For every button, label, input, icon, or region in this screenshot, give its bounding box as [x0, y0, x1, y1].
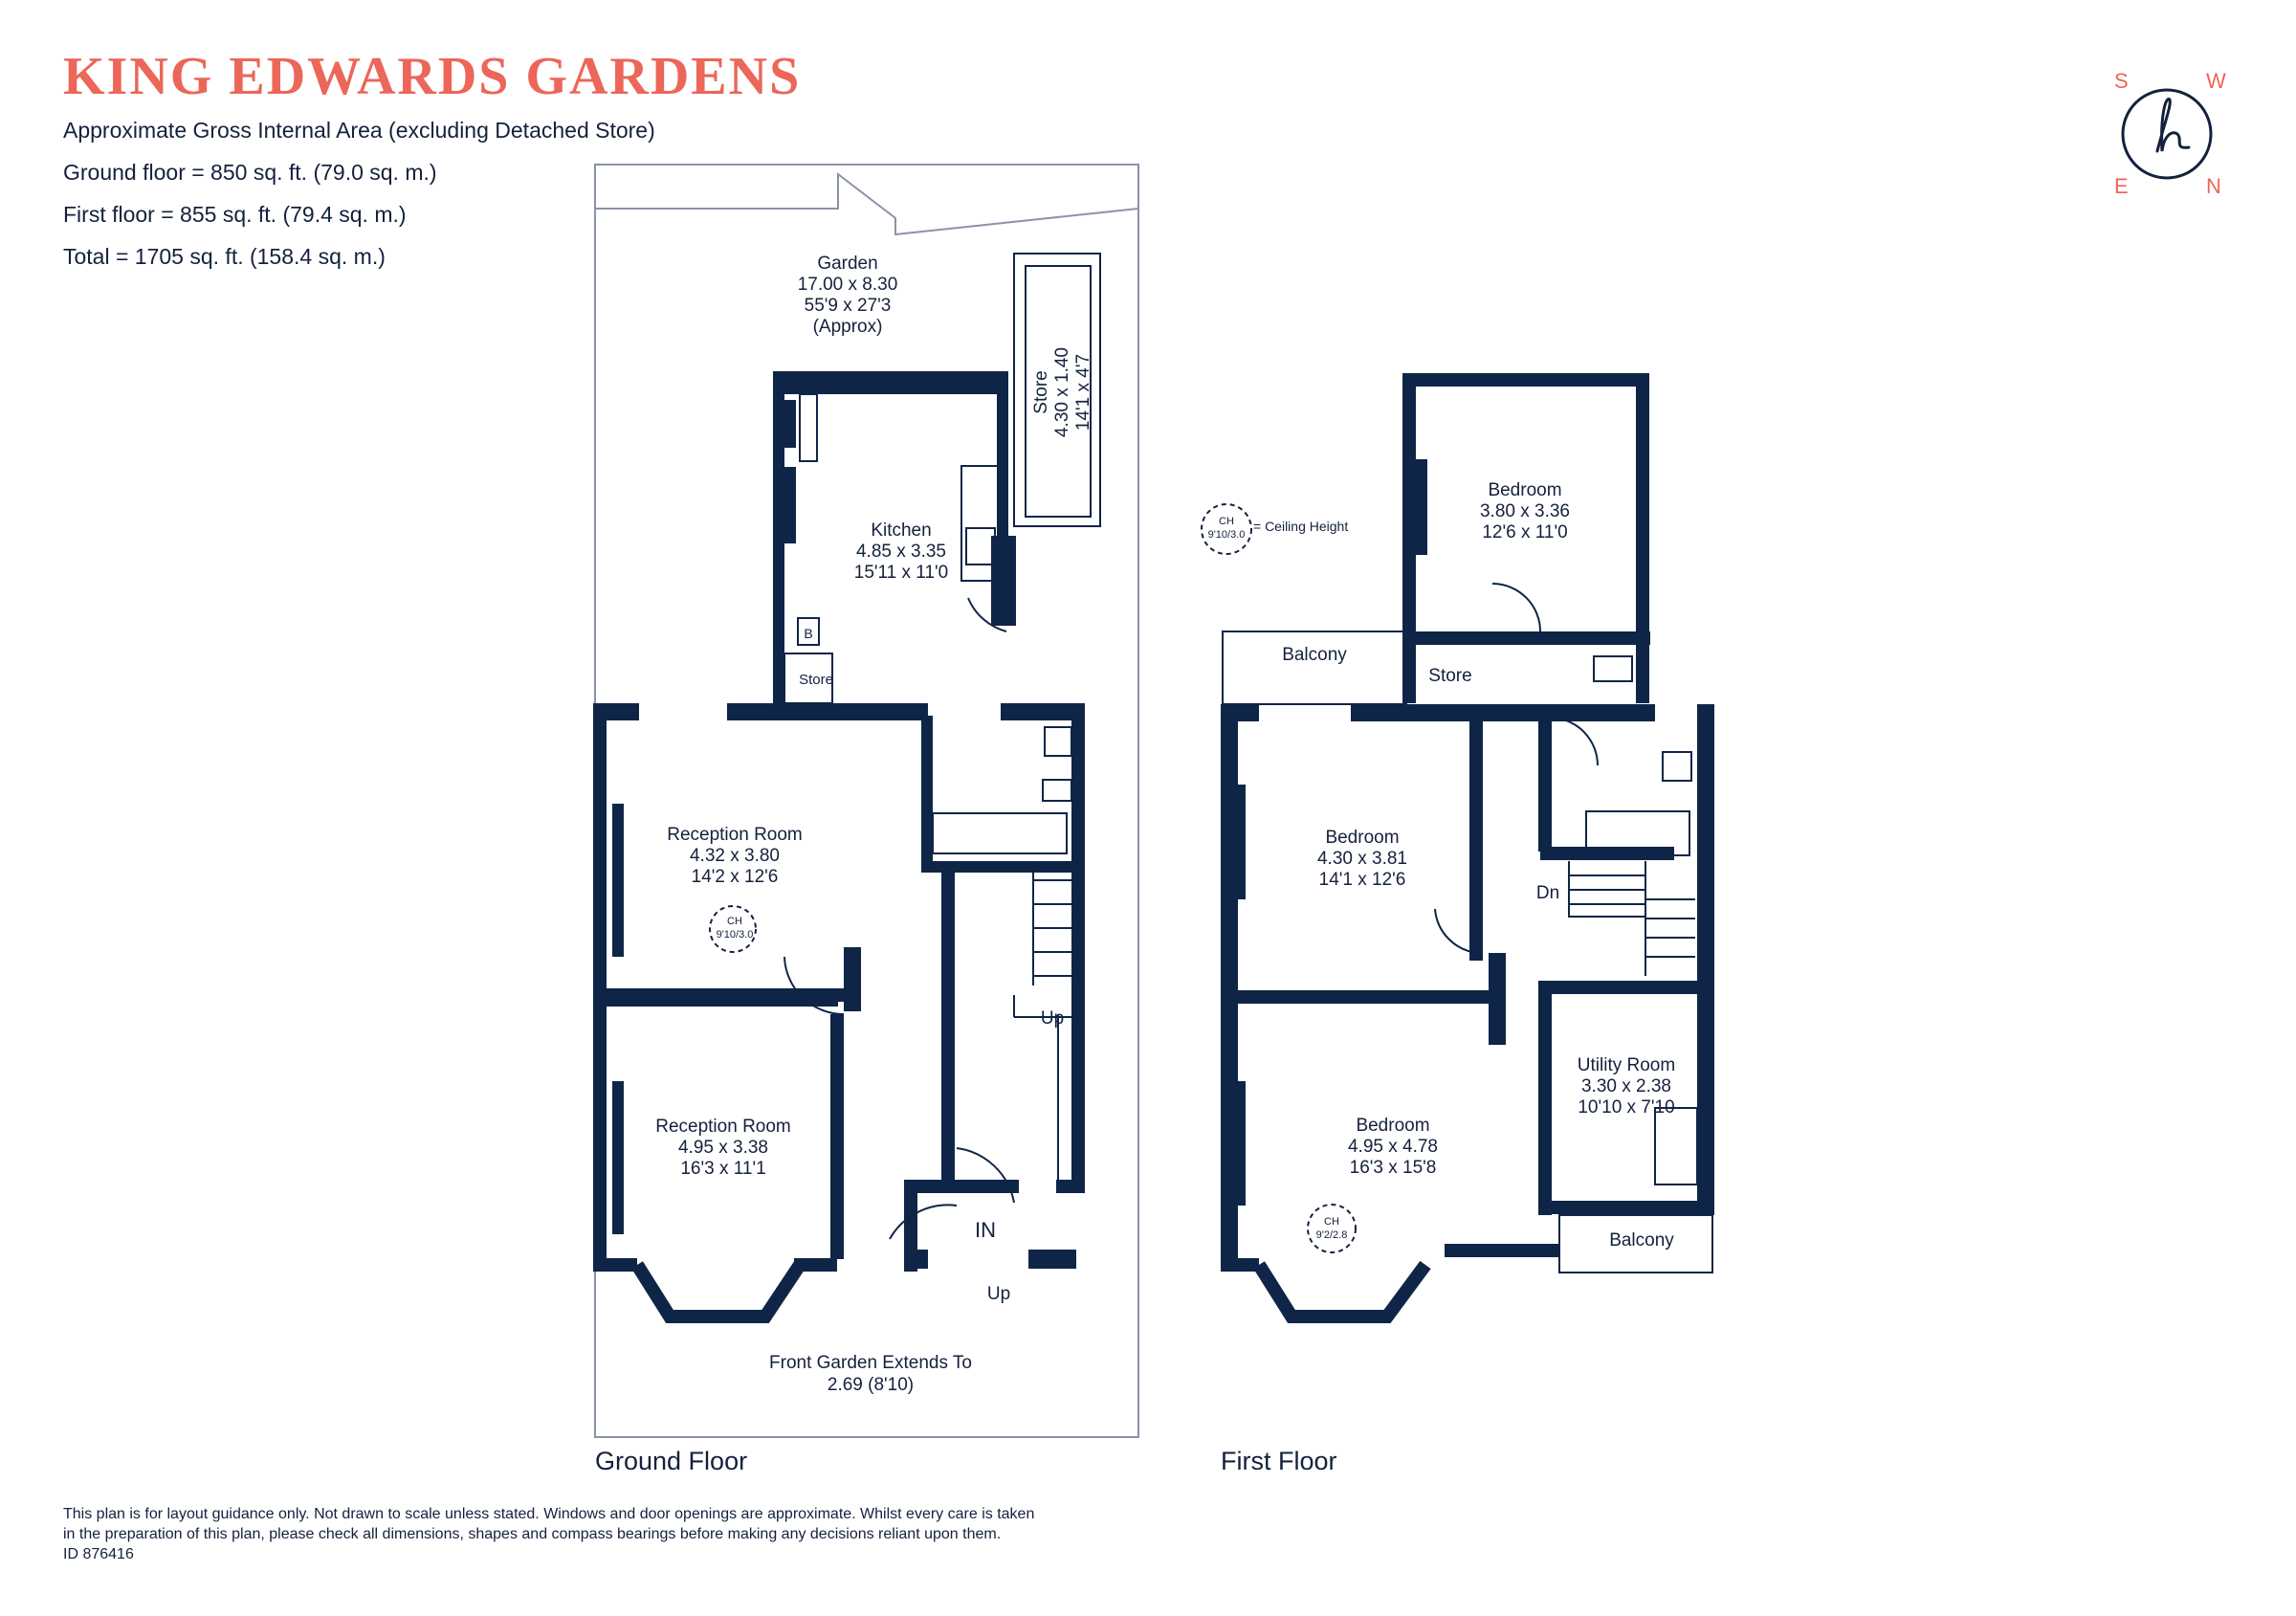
total-area: Total = 1705 sq. ft. (158.4 sq. m.): [63, 244, 386, 269]
store-name: Store: [1031, 370, 1051, 413]
stairs-up-label: Up: [1041, 1008, 1064, 1029]
compass-n: N: [2206, 174, 2221, 198]
store-imperial: 14'1 x 4'7: [1073, 354, 1093, 431]
store-metric: 4.30 x 1.40: [1052, 347, 1072, 437]
disclaimer: This plan is for layout guidance only. N…: [63, 1504, 1211, 1564]
bedroom-front-imperial: 16'3 x 15'8: [1350, 1158, 1437, 1178]
legend-text: = Ceiling Height: [1253, 519, 1348, 534]
ground-floor-fixtures: [784, 253, 1101, 1240]
ground-bay-window: [631, 1261, 806, 1323]
garden-name: Garden: [817, 254, 877, 274]
garden-note: (Approx): [813, 317, 883, 337]
disclaimer-line1: This plan is for layout guidance only. N…: [63, 1506, 1035, 1522]
reception1-metric: 4.32 x 3.80: [690, 846, 780, 866]
bedroom-mid-name: Bedroom: [1325, 828, 1399, 848]
garden-imperial: 55'9 x 27'3: [805, 296, 892, 316]
front-garden-line2: 2.69 (8'10): [828, 1375, 914, 1395]
reception2-imperial: 16'3 x 11'1: [680, 1159, 765, 1179]
legend-ch-value: 9'10/3.0: [1208, 529, 1246, 541]
front-garden-line1: Front Garden Extends To: [769, 1353, 972, 1373]
boiler-label: B: [804, 626, 812, 641]
entrance-label: IN: [975, 1218, 996, 1242]
first-floor-labels: CH 9'10/3.0 = Ceiling Height Bedroom 3.8…: [1208, 480, 1676, 1251]
legend-ch-label: CH: [1219, 516, 1234, 527]
utility-imperial: 10'10 x 7'10: [1578, 1097, 1674, 1118]
reception1-name: Reception Room: [667, 825, 803, 845]
kitchen-imperial: 15'11 x 11'0: [854, 563, 948, 583]
first-floor-area: First floor = 855 sq. ft. (79.4 sq. m.): [63, 202, 407, 227]
entrance-up-label: Up: [987, 1284, 1010, 1304]
reception1-ch-label: CH: [727, 916, 742, 927]
disclaimer-line2: in the preparation of this plan, please …: [63, 1526, 1002, 1542]
small-store-label: Store: [799, 672, 833, 688]
reception2-metric: 4.95 x 3.38: [678, 1138, 768, 1158]
first-floor-fixtures: [1222, 583, 1713, 1273]
utility-name: Utility Room: [1578, 1055, 1675, 1075]
balcony-rear-label: Balcony: [1282, 645, 1347, 665]
bedroom-front-metric: 4.95 x 4.78: [1348, 1137, 1438, 1157]
compass-logo-icon: S W E N: [2114, 69, 2226, 198]
reception1-imperial: 14'2 x 12'6: [692, 867, 779, 887]
kitchen-name: Kitchen: [871, 520, 931, 541]
bedroom-front-ch-label: CH: [1324, 1216, 1339, 1228]
ground-floor-walls: [593, 371, 1085, 1272]
bedroom-rear-name: Bedroom: [1488, 480, 1561, 500]
bedroom-rear-metric: 3.80 x 3.36: [1480, 501, 1570, 521]
compass-w: W: [2206, 69, 2226, 93]
first-store-label: Store: [1428, 666, 1471, 686]
reception1-ch-value: 9'10/3.0: [717, 929, 754, 941]
utility-metric: 3.30 x 2.38: [1581, 1076, 1671, 1096]
ground-floor-label: Ground Floor: [595, 1447, 748, 1475]
bedroom-mid-metric: 4.30 x 3.81: [1317, 849, 1407, 869]
bedroom-front-ch-value: 9'2/2.8: [1316, 1229, 1348, 1241]
disclaimer-id: ID 876416: [63, 1546, 134, 1562]
bedroom-front-name: Bedroom: [1356, 1116, 1429, 1136]
bedroom-mid-imperial: 14'1 x 12'6: [1319, 870, 1406, 890]
garden-metric: 17.00 x 8.30: [798, 275, 898, 295]
compass-e: E: [2114, 174, 2129, 198]
first-floor-walls: [1221, 373, 1714, 1272]
property-title: KING EDWARDS GARDENS: [63, 47, 802, 106]
stairs-down-label: Dn: [1536, 883, 1559, 903]
bedroom-rear-imperial: 12'6 x 11'0: [1482, 522, 1567, 542]
area-summary: Approximate Gross Internal Area (excludi…: [63, 113, 655, 277]
first-floor-label: First Floor: [1221, 1447, 1337, 1475]
area-subtitle: Approximate Gross Internal Area (excludi…: [63, 118, 655, 143]
compass-s: S: [2114, 69, 2129, 93]
ground-floor-area: Ground floor = 850 sq. ft. (79.0 sq. m.): [63, 160, 437, 185]
reception2-name: Reception Room: [655, 1117, 791, 1137]
ground-floor-labels: Garden 17.00 x 8.30 55'9 x 27'3 (Approx)…: [655, 254, 1093, 1395]
kitchen-metric: 4.85 x 3.35: [856, 542, 946, 562]
first-bay-window: [1253, 1260, 1431, 1323]
ceiling-height-markers: [709, 503, 1357, 1253]
balcony-front-label: Balcony: [1609, 1230, 1674, 1251]
